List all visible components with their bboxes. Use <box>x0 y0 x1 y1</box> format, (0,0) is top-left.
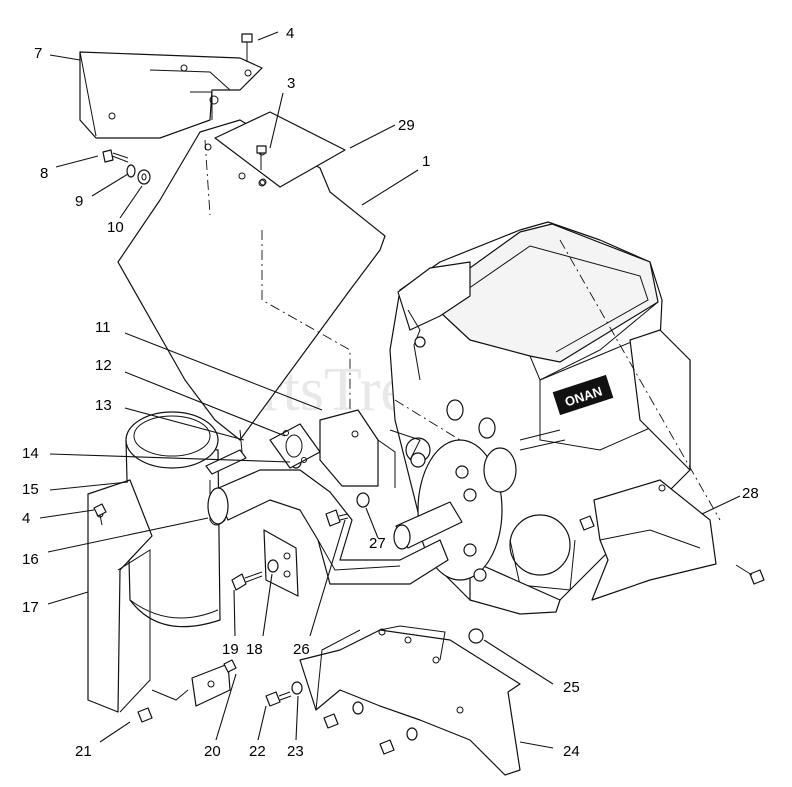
callout-24: 24 <box>563 743 580 760</box>
callout-19: 19 <box>222 641 239 658</box>
callout-28: 28 <box>742 485 759 502</box>
callout-20: 20 <box>204 743 221 760</box>
callout-22: 22 <box>249 743 266 760</box>
callout-10: 10 <box>107 219 124 236</box>
callout-15: 15 <box>22 481 39 498</box>
callout-16: 16 <box>22 551 39 568</box>
part-25-washer <box>468 628 484 644</box>
part-23-washer <box>291 681 303 695</box>
callout-25: 25 <box>563 679 580 696</box>
part-28-screw <box>735 564 765 585</box>
callout-4-left: 4 <box>22 510 30 527</box>
callout-27: 27 <box>369 535 386 552</box>
part-4-bolt-top <box>241 33 253 62</box>
part-27-washer <box>356 492 370 508</box>
spacer-top <box>446 399 464 421</box>
part-4-screw-left <box>93 503 107 526</box>
part-8-bolt <box>102 149 129 163</box>
callout-21: 21 <box>75 743 92 760</box>
callout-1: 1 <box>422 153 430 170</box>
part-21-bolt <box>137 707 153 723</box>
callout-12: 12 <box>95 357 112 374</box>
part-9-washer <box>126 164 136 178</box>
flex-connector <box>393 501 463 550</box>
callout-11: 11 <box>95 319 111 336</box>
callout-26: 26 <box>293 641 310 658</box>
spacer-bottom <box>478 417 496 439</box>
callout-13: 13 <box>95 397 112 414</box>
callout-29: 29 <box>398 117 415 134</box>
part-11-bracket <box>319 409 396 488</box>
part-20-bracket <box>191 659 237 707</box>
part-13-clamp <box>205 429 247 475</box>
part-17-heat-shield <box>87 479 153 713</box>
part-28-side-deflector <box>579 479 717 601</box>
part-7-bracket <box>79 51 263 139</box>
part-22-bolt <box>265 691 292 707</box>
part-18-washer <box>267 559 279 573</box>
callout-7: 7 <box>34 45 42 62</box>
part-3-bolt <box>256 145 267 170</box>
lower-bolt-1 <box>323 701 364 729</box>
exhaust-pipe <box>207 469 449 585</box>
part-19-bolt <box>231 571 263 591</box>
callout-17: 17 <box>22 599 39 616</box>
callout-9: 9 <box>75 193 83 210</box>
callout-23: 23 <box>287 743 304 760</box>
callout-4-top: 4 <box>286 25 294 42</box>
part-18-bracket <box>263 529 299 597</box>
starter-motor <box>509 514 571 576</box>
callout-18: 18 <box>246 641 263 658</box>
callouts: 4 7 3 29 1 8 9 10 11 12 13 14 15 4 16 17… <box>22 25 759 760</box>
callout-8: 8 <box>40 165 48 182</box>
lower-bolt-2 <box>379 727 418 755</box>
valve-cover <box>439 223 659 363</box>
part-26-bolt <box>325 509 349 527</box>
part-1-deflector <box>117 119 386 441</box>
callout-3: 3 <box>287 75 295 92</box>
part-24-lower-deflector <box>299 625 521 776</box>
callout-14: 14 <box>22 445 39 462</box>
part-10-washer <box>137 169 151 185</box>
leader-lines <box>39 31 741 749</box>
